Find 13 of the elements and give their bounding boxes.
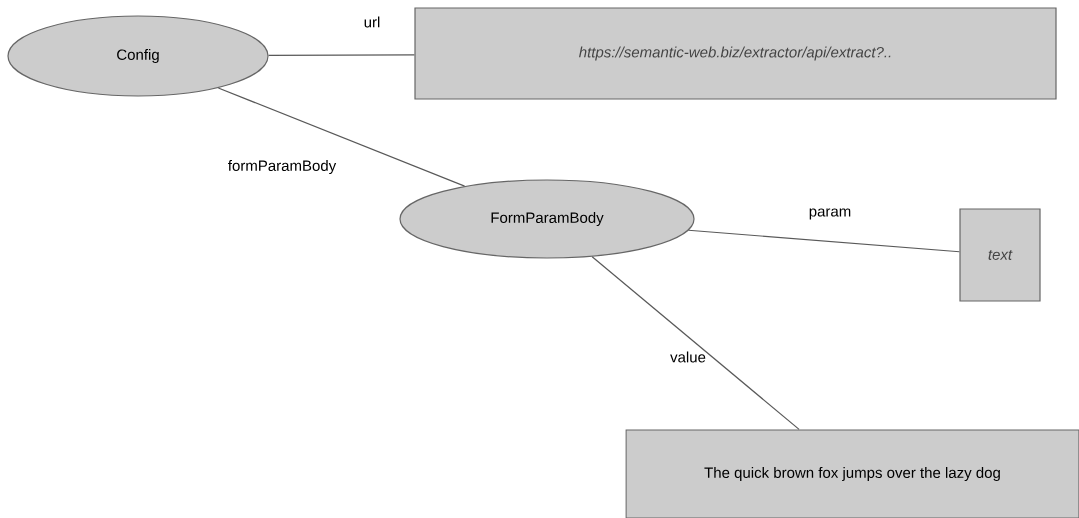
edge-label: value [670,351,706,363]
edge-label: param [809,208,851,220]
edge-label: url [364,16,380,28]
connector-line [268,54,415,57]
value-box: text [959,208,1041,302]
ellipse-node: FormParamBody [399,179,695,259]
value-box: The quick brown fox jumps over the lazy dog [625,429,1079,518]
edge-label: formParamBody [228,160,337,174]
ellipse-node: Config [7,15,269,97]
connector-line [217,87,466,187]
value-box: https://semantic-web.biz/extractor/api/extract?.. [414,7,1057,100]
connector-line [591,256,800,430]
connector-line [687,229,960,253]
